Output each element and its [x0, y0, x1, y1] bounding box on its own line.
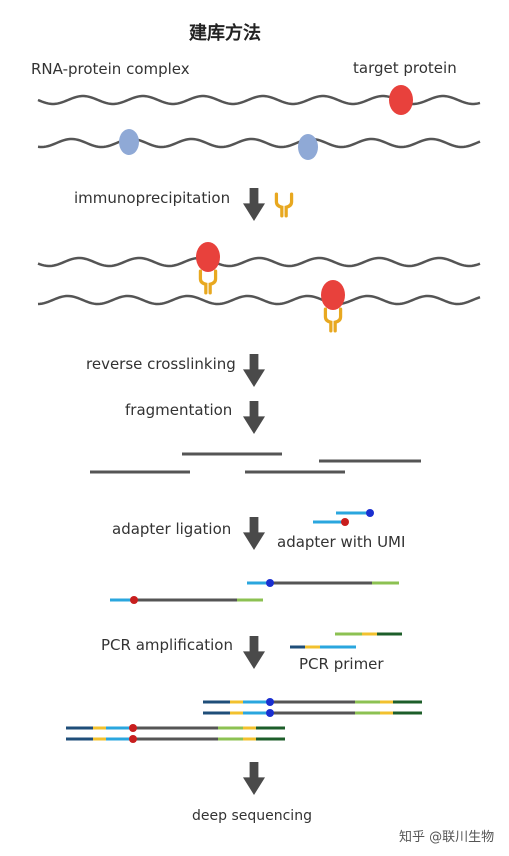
reverse-crosslinking-label: reverse crosslinking — [86, 355, 236, 373]
target-protein-icon — [389, 85, 413, 115]
adapter-ligation-label: adapter ligation — [112, 520, 232, 538]
adapter-with-umi-label: adapter with UMI — [277, 533, 406, 551]
antibody-bound-complexes — [37, 242, 481, 333]
arrow-down-icon — [243, 401, 265, 434]
pcr-amplification-label: PCR amplification — [101, 636, 233, 654]
target-protein-icon — [196, 242, 220, 272]
umi-dot — [266, 709, 274, 717]
rna-protein-complexes — [37, 85, 481, 160]
rna-strand — [37, 294, 481, 306]
umi-dot — [341, 518, 349, 526]
fragmentation-label: fragmentation — [125, 401, 233, 419]
amplified-library — [66, 698, 422, 743]
ligated-fragments — [110, 579, 399, 604]
umi-dot — [129, 735, 137, 743]
deep-sequencing-label: deep sequencing — [192, 808, 312, 824]
watermark: 知乎 @联川生物 — [399, 830, 495, 845]
rna-strand — [37, 137, 481, 149]
arrow-down-icon — [243, 354, 265, 387]
rna-fragments — [90, 452, 421, 474]
umi-dot — [266, 698, 274, 706]
rna-strand — [37, 94, 481, 106]
target-protein-icon — [321, 280, 345, 310]
pcr-primer-label: PCR primer — [299, 655, 384, 673]
arrow-down-icon — [243, 636, 265, 669]
antibody-icon — [274, 192, 294, 218]
arrow-down-icon — [243, 517, 265, 550]
immunoprecipitation-label: immunoprecipitation — [74, 189, 231, 207]
diagram-title: 建库方法 — [189, 23, 261, 44]
arrow-down-icon — [243, 188, 265, 221]
rna-protein-complex-label: RNA-protein complex — [31, 60, 190, 78]
umi-dot — [129, 724, 137, 732]
antibody-icon — [198, 269, 218, 295]
rna-strand — [37, 256, 481, 268]
antibody-icon — [323, 307, 343, 333]
pcr-primer-legend — [290, 632, 402, 649]
adapter-legend — [313, 509, 374, 526]
other-protein-icon — [298, 134, 318, 160]
umi-dot — [366, 509, 374, 517]
other-protein-icon — [119, 129, 139, 155]
arrow-down-icon — [243, 762, 265, 795]
target-protein-label: target protein — [353, 59, 457, 77]
